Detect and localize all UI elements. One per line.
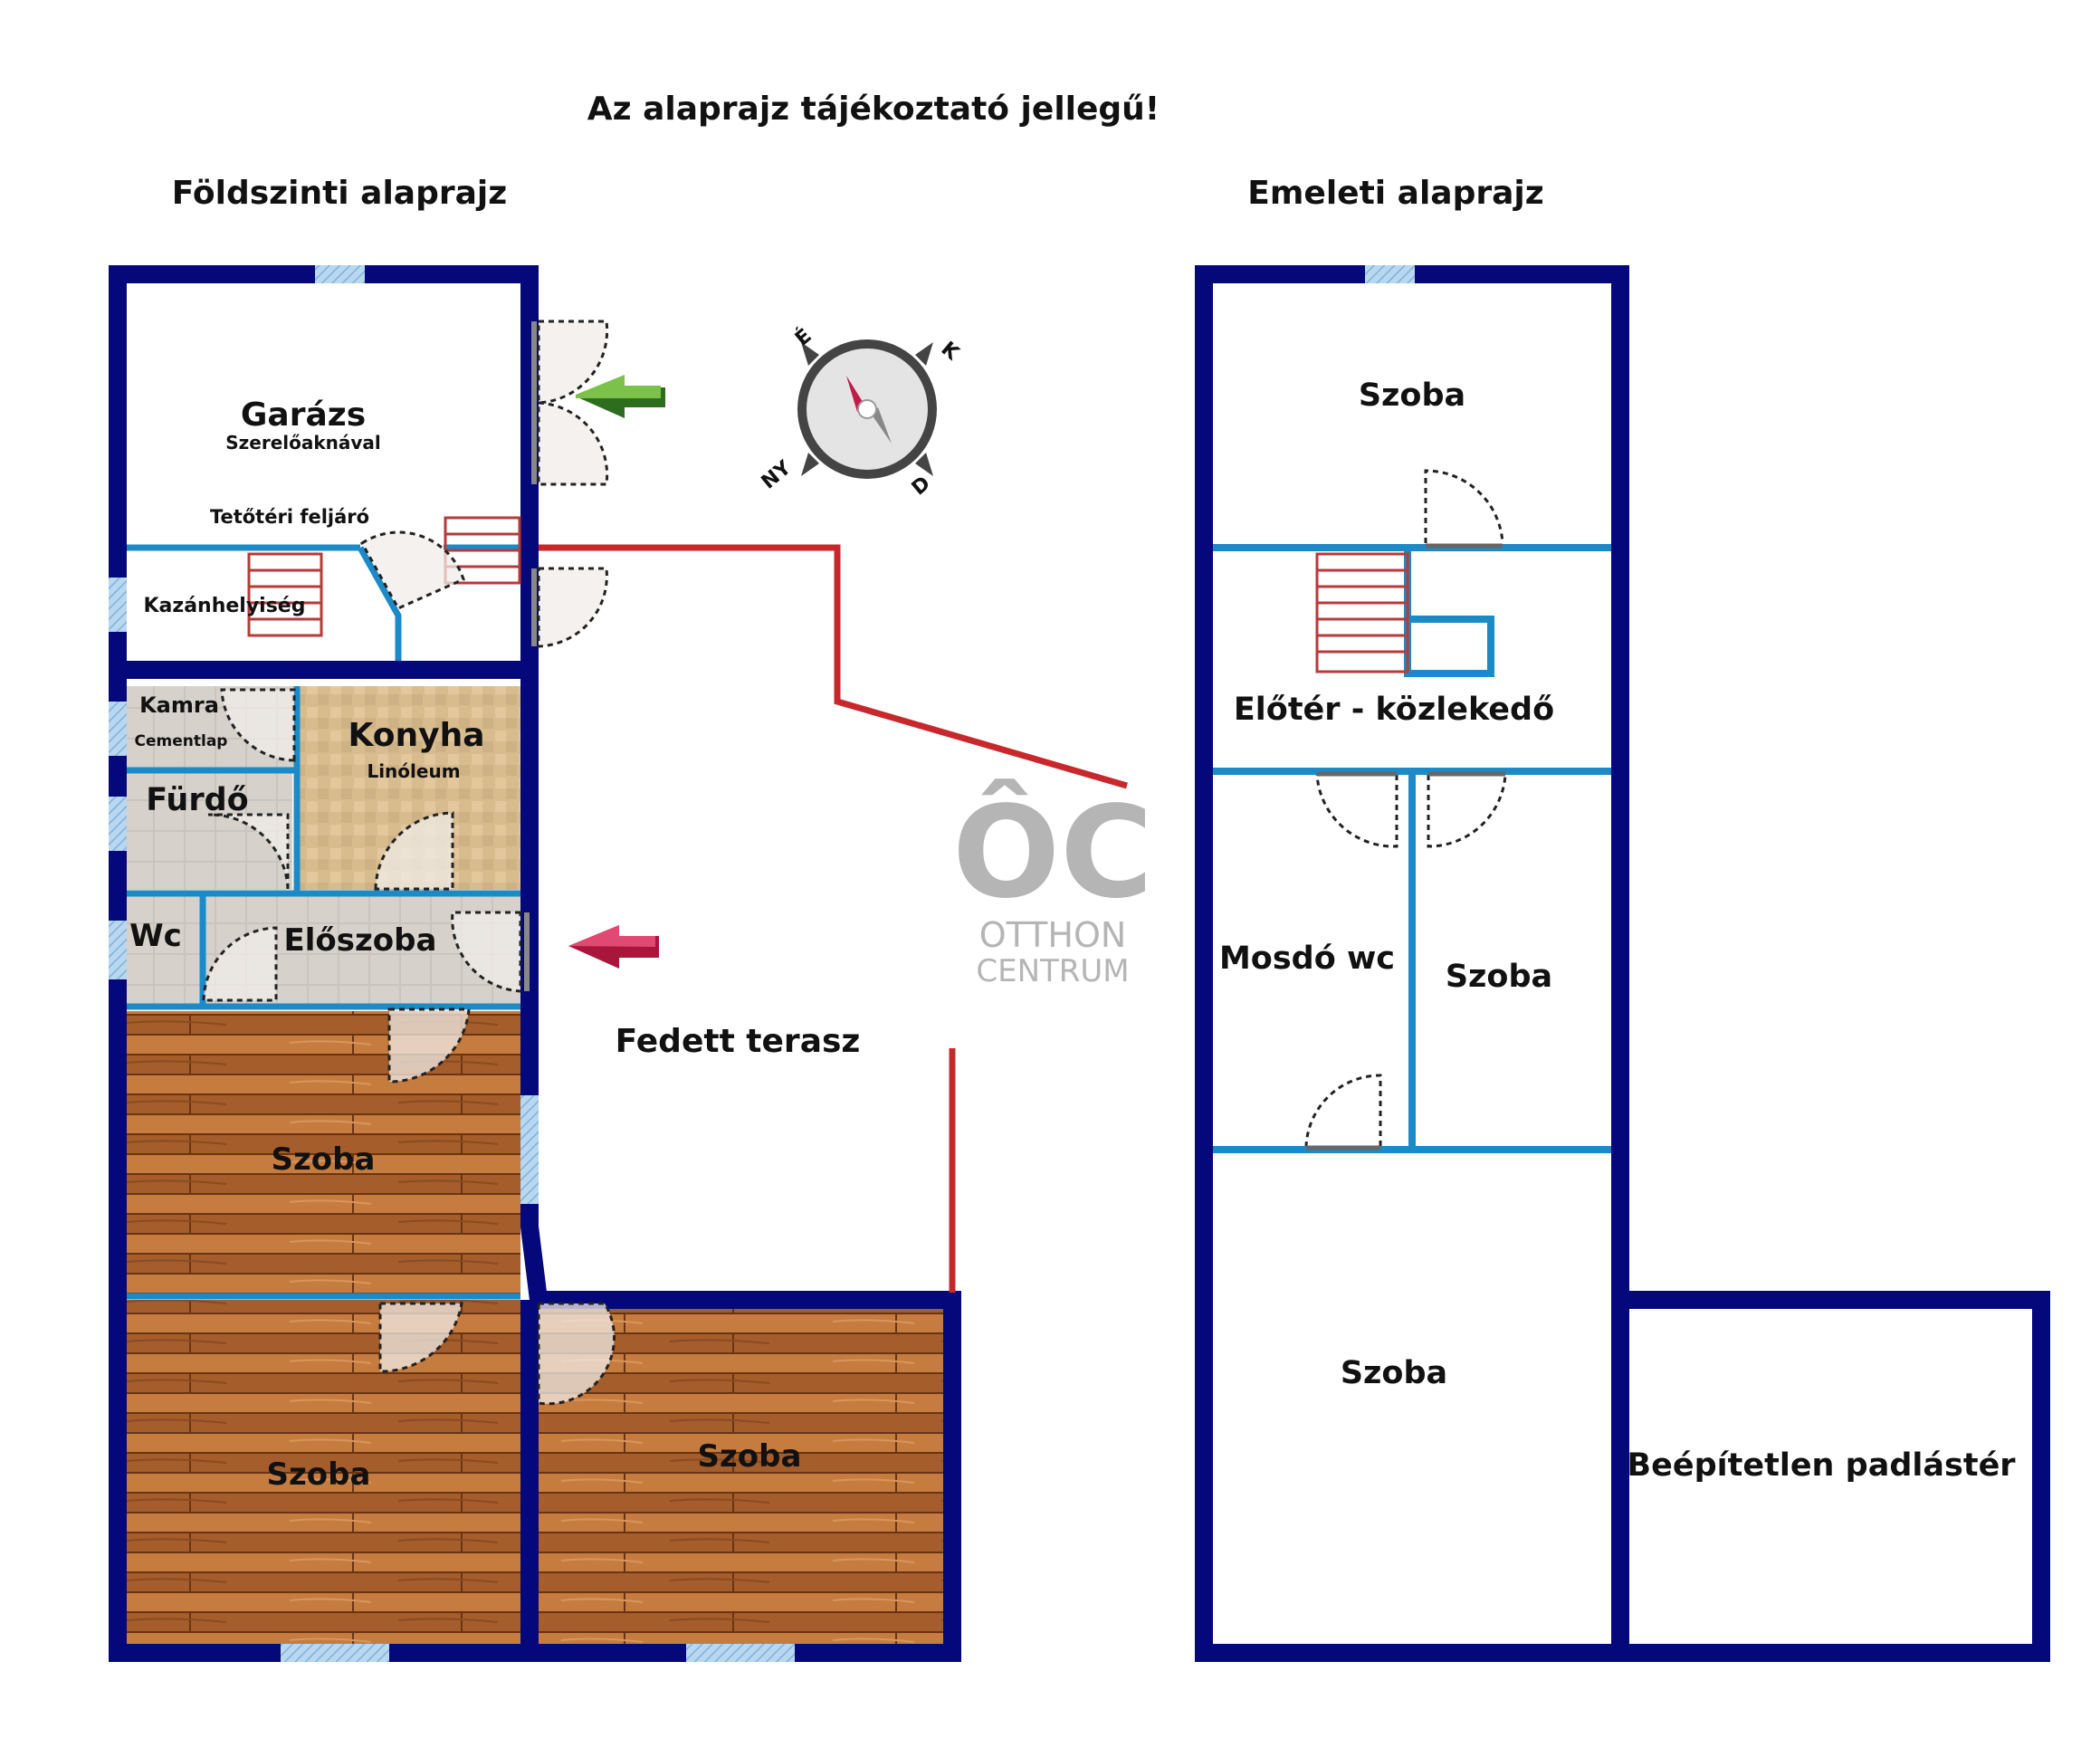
compass-needle-south xyxy=(872,407,892,444)
room1-label: Szoba xyxy=(272,1141,376,1178)
upper-window xyxy=(1365,265,1415,283)
ground-outer-walls xyxy=(109,265,961,1662)
garage-door-bottom xyxy=(537,401,609,486)
garage-window xyxy=(315,265,365,283)
garage-sublabel: Szerelőaknával xyxy=(225,432,381,454)
bath-label: Fürdő xyxy=(146,782,248,818)
room1-window xyxy=(520,1095,539,1204)
hall-entry-door xyxy=(451,911,522,993)
terrace-label: Fedett terasz xyxy=(616,1023,861,1060)
room3-label: Szoba xyxy=(698,1438,802,1475)
garage-label: Garázs xyxy=(241,396,366,434)
upper-door-frames xyxy=(1306,543,1505,1151)
room2-label: Szoba xyxy=(267,1456,371,1493)
boiler-stair xyxy=(247,552,323,637)
upper-stair xyxy=(1315,552,1409,673)
wc-door xyxy=(202,926,278,1002)
compass-north: É xyxy=(790,324,816,351)
logo-line1: OTTHON xyxy=(979,915,1127,955)
hall-label: Előszoba xyxy=(284,922,437,959)
upper-inner-walls xyxy=(1213,544,1611,1153)
side-door xyxy=(537,567,608,648)
room-top-door xyxy=(1424,469,1504,544)
attic-label: Beépítetlen padlástér xyxy=(1627,1447,2016,1484)
upper-room-mid-label: Szoba xyxy=(1446,959,1552,995)
upper-floor-title: Emeleti alaprajz xyxy=(1247,175,1543,212)
otthon-centrum-logo: ÔC OTTHON CENTRUM xyxy=(952,778,1153,989)
pantry-window xyxy=(109,702,127,756)
compass-west: NY xyxy=(758,456,797,494)
upper-floor-plan: Szoba Előtér - közlekedő Mosdó wc Szoba … xyxy=(1195,265,2050,1662)
pantry-sublabel: Cementlap xyxy=(135,732,228,750)
notice-text: Az alaprajz tájékoztató jellegű! xyxy=(587,91,1160,128)
pantry-label: Kamra xyxy=(139,692,219,718)
upper-room-top-label: Szoba xyxy=(1359,377,1465,414)
upper-outer-walls xyxy=(1195,265,2050,1662)
door-frames xyxy=(524,321,537,991)
ground-floor-title: Földszinti alaprajz xyxy=(172,175,507,212)
logo-line2: CENTRUM xyxy=(976,953,1129,989)
compass-east: K xyxy=(937,338,964,366)
room1-door xyxy=(387,1007,471,1084)
room-mid-door xyxy=(1427,774,1507,848)
ground-floor-plan: Garázs Szerelőaknával Tetőtéri feljáró K… xyxy=(109,265,1128,1662)
lobby-label: Előtér - közlekedő xyxy=(1234,692,1554,728)
upper-room-bottom-label: Szoba xyxy=(1341,1355,1447,1391)
room3-door xyxy=(537,1302,616,1406)
house-entry-arrow xyxy=(568,925,659,969)
logo-mark: ÔC xyxy=(952,778,1153,927)
wc-floor xyxy=(127,896,203,1005)
ground-windows xyxy=(109,265,795,1662)
room2-door xyxy=(378,1302,463,1373)
boiler-label: Kazánhelyiség xyxy=(144,595,306,617)
upper-doors xyxy=(1304,469,1507,1147)
terrace-outline xyxy=(539,544,1128,1293)
ground-doors xyxy=(202,320,616,1406)
pantry-door xyxy=(220,688,296,762)
washroom-label: Mosdó wc xyxy=(1219,941,1395,977)
wc-window xyxy=(109,921,127,979)
room2-window xyxy=(281,1644,389,1662)
bath-window xyxy=(109,797,127,851)
garage-entry-arrow xyxy=(576,375,665,418)
kitchen-label: Konyha xyxy=(348,717,484,754)
ground-inner-walls xyxy=(127,544,520,1300)
kitchen-door xyxy=(374,811,454,891)
boiler-door xyxy=(360,530,465,610)
compass: É K D NY xyxy=(758,324,964,501)
washroom-door-bottom xyxy=(1304,1074,1382,1147)
boiler-window xyxy=(109,578,127,632)
bath-door xyxy=(207,813,290,890)
room2-floor xyxy=(127,1300,520,1644)
room1-floor xyxy=(127,1011,520,1294)
kitchen-sublabel: Linóleum xyxy=(367,760,460,782)
stair-landing xyxy=(1404,616,1494,677)
wc-label: Wc xyxy=(129,918,182,954)
garage-door-top xyxy=(537,320,609,405)
attic-stair-label: Tetőtéri feljáró xyxy=(210,506,369,528)
room3-window xyxy=(686,1644,795,1662)
compass-south: D xyxy=(908,473,935,501)
washroom-door-top xyxy=(1315,774,1398,848)
